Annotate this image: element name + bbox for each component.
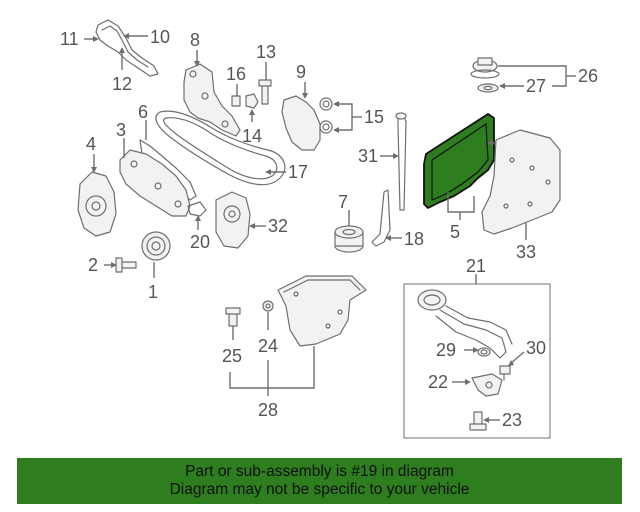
- callout-28[interactable]: 28: [258, 400, 278, 420]
- callout-26[interactable]: 26: [578, 66, 598, 86]
- leader-28: [229, 346, 315, 396]
- callout-33[interactable]: 7: [338, 192, 348, 212]
- part-oil-pan: [277, 275, 367, 347]
- callout-15[interactable]: 15: [364, 107, 384, 127]
- part-19-gasket-highlighted[interactable]: [423, 113, 495, 209]
- part-26-oil-cap: [470, 57, 500, 79]
- leader-20: [447, 192, 475, 220]
- leader-22: [464, 347, 479, 353]
- leader-27: [499, 83, 524, 89]
- callout-30[interactable]: 24: [258, 336, 278, 356]
- part-13-bolt: [258, 79, 272, 105]
- callout-12[interactable]: 12: [112, 74, 132, 94]
- part-23-sensor: [499, 365, 511, 381]
- part-5-cover: [215, 191, 251, 249]
- callout-5[interactable]: 32: [268, 216, 288, 236]
- leader-25: [452, 379, 471, 385]
- part-4-cover: [77, 171, 117, 237]
- callout-14[interactable]: 14: [242, 126, 262, 146]
- leader-4: [91, 154, 97, 173]
- part-30-washer: [262, 300, 274, 312]
- part-33-oil-filter: [334, 225, 364, 253]
- part-oil-strainer-pipe: [417, 289, 513, 359]
- leader-5: [249, 223, 266, 229]
- callout-21[interactable]: 21: [466, 256, 486, 276]
- leader-9: [302, 82, 308, 99]
- part-32-dipstick-tube: [371, 189, 391, 247]
- notice-line-2: Diagram may not be specific to your vehi…: [169, 481, 470, 498]
- part-16-pin: [231, 95, 241, 107]
- callout-23[interactable]: 30: [526, 338, 546, 358]
- callout-1[interactable]: 1: [148, 282, 158, 302]
- leader-23: [508, 351, 525, 366]
- notice-banner: Part or sub-assembly is #19 in diagram D…: [17, 458, 622, 504]
- callout-29[interactable]: 25: [222, 346, 242, 366]
- part-29-drain-bolt: [225, 307, 241, 327]
- part-9-cover: [281, 95, 321, 151]
- callout-10[interactable]: 10: [150, 27, 170, 47]
- callout-7[interactable]: 20: [190, 232, 210, 252]
- callout-2[interactable]: 2: [88, 255, 98, 275]
- part-10-gasket: [95, 19, 159, 77]
- part-25-bracket: [471, 373, 503, 397]
- leader-8: [194, 50, 200, 67]
- callout-25[interactable]: 22: [428, 372, 448, 392]
- callout-32[interactable]: 18: [404, 229, 424, 249]
- callout-18[interactable]: 33: [516, 242, 536, 262]
- callout-3[interactable]: 3: [116, 120, 126, 140]
- part-14-bracket: [245, 93, 259, 109]
- leader-10: [123, 33, 148, 39]
- callout-22[interactable]: 29: [436, 340, 456, 360]
- part-8-timing-cover: [183, 63, 241, 137]
- callout-13[interactable]: 13: [256, 42, 276, 62]
- callout-6[interactable]: 6: [138, 102, 148, 122]
- callout-27[interactable]: 27: [526, 76, 546, 96]
- leader-2: [104, 262, 117, 268]
- leader-11: [84, 36, 99, 42]
- part-15-seals: [319, 97, 333, 134]
- callout-16[interactable]: 16: [226, 64, 246, 84]
- leader-24: [483, 417, 500, 423]
- part-1-crank-pulley: [141, 231, 171, 261]
- callout-8[interactable]: 8: [190, 30, 200, 50]
- part-3-timing-cover: [119, 149, 191, 217]
- leader-31: [380, 153, 399, 159]
- part-22-o-ring: [477, 347, 491, 357]
- part-24-bolt: [469, 411, 487, 431]
- leader-7: [195, 215, 201, 230]
- callout-24[interactable]: 23: [502, 410, 522, 430]
- callout-31[interactable]: 31: [358, 146, 378, 166]
- sub-assembly-box-21: [403, 283, 551, 439]
- leader-32: [385, 235, 402, 241]
- part-2-bolt: [115, 257, 137, 273]
- notice-line-1: Part or sub-assembly is #19 in diagram: [185, 463, 454, 480]
- part-18-crankcase: [481, 129, 561, 235]
- leader-12: [119, 47, 125, 70]
- exploded-parts-diagram: 11 10 12 8 13 16 14: [60, 19, 598, 439]
- leader-15: [333, 101, 362, 133]
- part-7-tensioner: [187, 201, 207, 217]
- leader-26: [498, 65, 576, 87]
- leader-17: [265, 169, 286, 175]
- part-27-gasket: [477, 83, 499, 93]
- callout-4[interactable]: 4: [86, 134, 96, 154]
- part-31-dipstick: [395, 112, 407, 211]
- part-17-timing-belt: [155, 110, 286, 186]
- leader-14: [249, 109, 255, 122]
- callout-9[interactable]: 9: [296, 62, 306, 82]
- callout-20[interactable]: 5: [450, 222, 460, 242]
- callout-17[interactable]: 17: [288, 162, 308, 182]
- callout-11[interactable]: 11: [60, 29, 79, 49]
